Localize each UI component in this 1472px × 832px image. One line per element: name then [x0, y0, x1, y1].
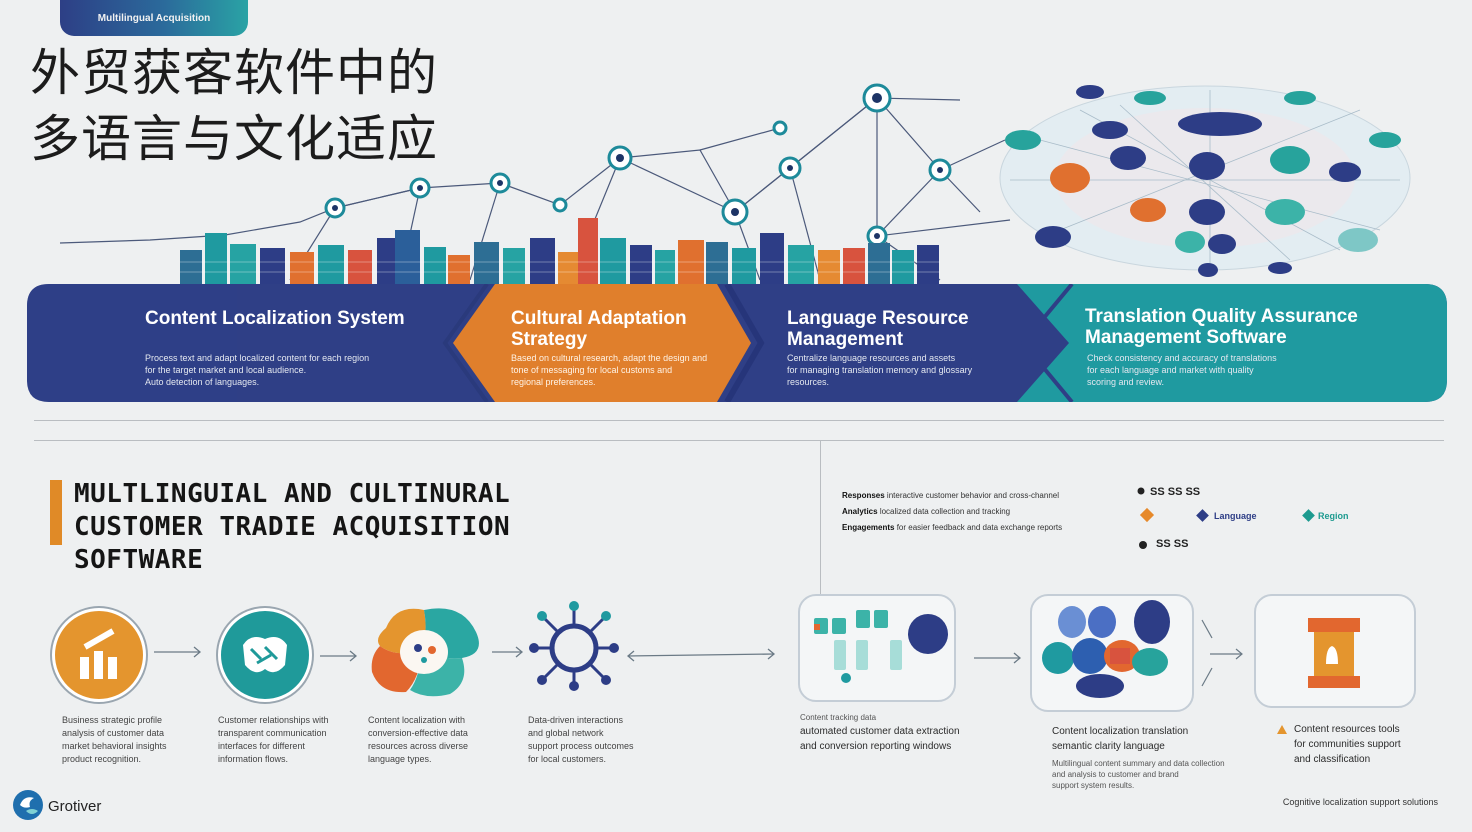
arrow-right-icon	[320, 650, 358, 662]
analytics-bars-icon	[80, 628, 117, 679]
page-title: 外贸获客软件中的 多语言与文化适应	[30, 40, 438, 172]
brand-logo-icon[interactable]	[12, 789, 44, 821]
legend-key-label: SS SS SS	[1150, 486, 1201, 498]
footer-note: Cognitive localization support solutions	[1282, 797, 1438, 807]
panel-1-caption-small: Content tracking data	[800, 713, 877, 722]
panel-3-caption: Content resources tools for communities …	[1294, 724, 1401, 765]
globe-bubbles	[1005, 85, 1401, 277]
legend-row-label: Engagements	[842, 523, 895, 532]
diamond-icon	[1302, 509, 1315, 522]
feature-banner: Content Localization System Process text…	[27, 284, 1447, 402]
step-2-circle[interactable]	[218, 608, 312, 702]
legend-row-label: Analytics	[842, 507, 878, 516]
legend-key-icons	[1137, 487, 1315, 549]
panel-1-caption: automated customer data extraction and c…	[800, 726, 960, 752]
page-title-line1: 外贸获客软件中的	[30, 45, 438, 101]
banner-title-cultural: Cultural Adaptation Strategy	[511, 308, 687, 350]
legend-row: Analytics localized data collection and …	[842, 507, 1010, 516]
team-handshake-icon	[243, 637, 287, 673]
banner-title-language-resource: Language Resource Management	[787, 308, 969, 350]
banner-shapes	[27, 284, 1447, 402]
section-accent-bar	[50, 480, 62, 545]
panel-2-caption: Content localization translation semanti…	[1052, 726, 1189, 752]
branch-arrow-icon	[1201, 619, 1243, 687]
section-title-line1: MULTLINGUIAL AND CULTINURAL	[74, 479, 511, 509]
arrow-right-icon	[492, 646, 524, 658]
legend-key-label: SS SS	[1156, 538, 1189, 550]
network-hub-icon[interactable]	[528, 598, 620, 694]
step-1-caption: Business strategic profile analysis of c…	[62, 715, 167, 764]
legend-row-text: for easier feedback and data exchange re…	[896, 523, 1063, 532]
arrow-right-icon	[974, 652, 1022, 664]
header-tab-label: Multilingual Acquisition	[97, 13, 211, 24]
section-title: MULTLINGUIAL AND CULTINURAL CUSTOMER TRA…	[74, 478, 510, 577]
triangle-bullet-icon	[1277, 725, 1287, 734]
legend-row-label: Responses	[842, 491, 885, 500]
section-title-line3: SOFTWARE	[74, 545, 204, 575]
divider-line	[34, 420, 1444, 421]
panel-data-dashboard[interactable]	[798, 594, 956, 702]
legend-key-label: Language	[1214, 511, 1257, 521]
step-4-caption: Data-driven interactions and global netw…	[528, 715, 634, 764]
divider-line	[34, 440, 1444, 441]
panel-localization-cluster[interactable]	[1030, 594, 1194, 712]
legend-key-label: Region	[1318, 511, 1349, 521]
page-title-line2: 多语言与文化适应	[30, 111, 438, 167]
dashboard-icon	[814, 610, 948, 683]
tools-document-icon	[1308, 618, 1360, 688]
banner-desc-quality: Check consistency and accuracy of transl…	[1087, 353, 1277, 387]
step-3-caption: Content localization with conversion-eff…	[368, 715, 469, 764]
legend-row: Engagements for easier feedback and data…	[842, 523, 1062, 532]
legend-row: Responses interactive customer behavior …	[842, 491, 1059, 500]
arrow-right-icon	[154, 646, 202, 658]
step-2-caption: Customer relationships with transparent …	[218, 715, 329, 764]
section-title-line2: CUSTOMER TRADIE ACQUISITION	[74, 512, 511, 542]
language-cluster-icon	[1042, 600, 1170, 698]
dot-icon	[1139, 541, 1147, 549]
legend-row-text: localized data collection and tracking	[879, 507, 1011, 516]
banner-title-quality: Translation Quality Assurance Management…	[1085, 306, 1358, 348]
network-skyline-illustration	[59, 83, 1411, 284]
brand-name[interactable]: Grotiver	[48, 798, 102, 815]
banner-desc-localization: Process text and adapt localized content…	[145, 353, 370, 387]
culture-globe-icon[interactable]	[366, 598, 490, 702]
banner-title-localization: Content Localization System	[145, 308, 405, 329]
banner-desc-language-resource: Centralize language resources and assets…	[787, 353, 973, 387]
diamond-icon	[1139, 507, 1155, 523]
step-1-circle[interactable]	[52, 608, 146, 702]
dot-icon	[1137, 487, 1145, 495]
panel-2-caption-small: Multilingual content summary and data co…	[1052, 759, 1225, 790]
panel-resource-tools[interactable]	[1254, 594, 1416, 708]
banner-desc-cultural: Based on cultural research, adapt the de…	[511, 353, 708, 387]
legend-row-text: interactive customer behavior and cross-…	[886, 491, 1060, 500]
diamond-icon	[1196, 509, 1209, 522]
header-tab[interactable]: Multilingual Acquisition	[60, 0, 248, 36]
double-arrow-icon	[626, 648, 776, 662]
vertical-divider	[820, 440, 821, 595]
